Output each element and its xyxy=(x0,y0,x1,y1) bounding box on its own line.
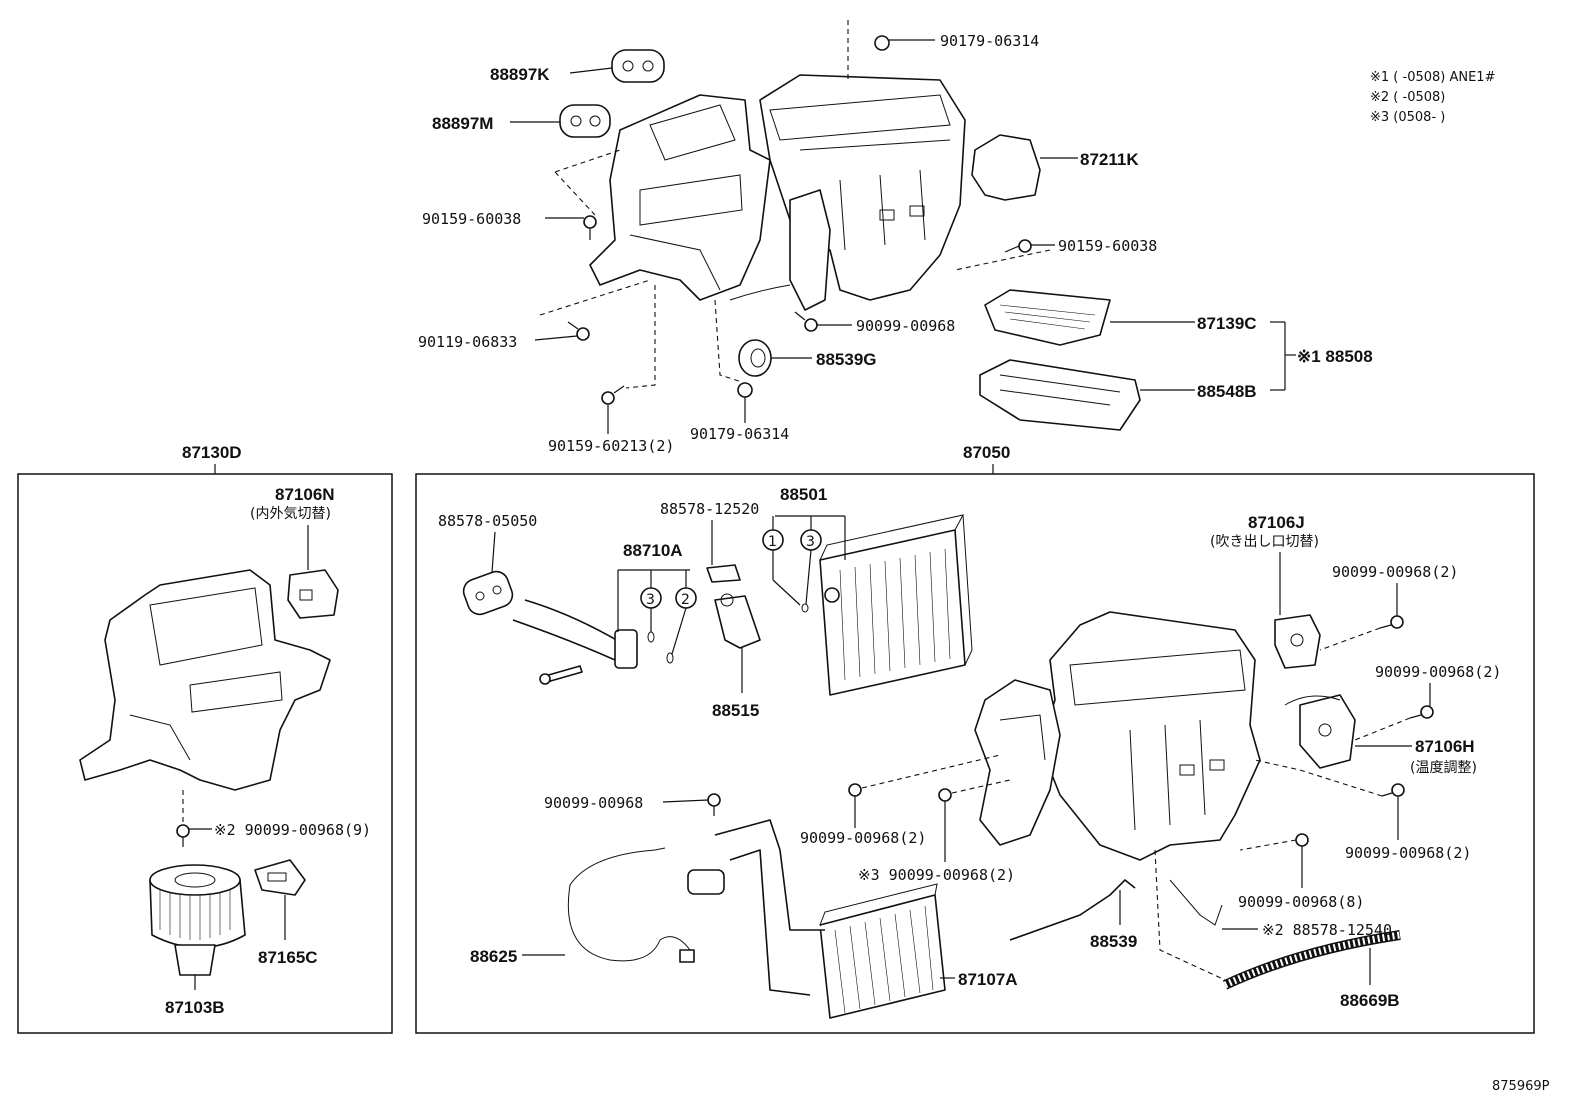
label-90099-00968-9: ※2 90099-00968(9) xyxy=(214,821,371,839)
box-87050 xyxy=(415,473,1535,1034)
label-87106J: 87106J xyxy=(1248,513,1305,532)
diagram-code: 875969P xyxy=(1492,1079,1550,1094)
label-90099-00968-8: 90099-00968(8) xyxy=(1238,893,1364,911)
label-88578-05050: 88578-05050 xyxy=(438,512,537,530)
right-assembly-drawing xyxy=(462,514,1434,1019)
evaporator-88501 xyxy=(819,514,973,696)
top-labels: 88897K 88897M 90179-06314 87211K 90159-6… xyxy=(418,32,1373,455)
circle-ref-3b: 3 xyxy=(646,592,655,608)
label-90099-00968-2a: 90099-00968(2) xyxy=(1332,563,1458,581)
grommet-88897M xyxy=(559,104,611,138)
label-90099-00968-2c: 90099-00968(2) xyxy=(1345,844,1471,862)
left-labels: 87106N (内外気切替) ※2 90099-00968(9) 87165C … xyxy=(165,485,371,1017)
right-labels: 88578-05050 88578-12520 88501 88710A 885… xyxy=(438,485,1501,1010)
heater-core-87107A xyxy=(687,819,946,1019)
label-90179-06314-top: 90179-06314 xyxy=(940,32,1039,50)
label-90179-06314-bot: 90179-06314 xyxy=(690,425,789,443)
circle-ref-1: 1 xyxy=(768,534,777,550)
label-88548B: 88548B xyxy=(1197,382,1257,401)
label-87106N-note: (内外気切替) xyxy=(250,506,331,522)
label-88710A: 88710A xyxy=(623,541,683,560)
left-assembly-drawing xyxy=(79,569,339,976)
label-90099-00968-2b: 90099-00968(2) xyxy=(1375,663,1501,681)
legend-line-2: ※2 ( -0508) xyxy=(1370,90,1445,105)
label-88625: 88625 xyxy=(470,947,517,966)
label-88578-12540: ※2 88578-12540 xyxy=(1262,921,1392,939)
label-88539G: 88539G xyxy=(816,350,877,369)
top-assembly-drawing xyxy=(539,20,1141,431)
label-90099-00968-left: 90099-00968 xyxy=(544,794,643,812)
screw-icon xyxy=(567,35,1032,405)
screw-icon xyxy=(707,615,1434,856)
resistor-87165C xyxy=(254,859,306,896)
circle-refs: 1 3 3 2 xyxy=(640,529,822,655)
actuator-87106N xyxy=(287,569,339,619)
grommet-88897K xyxy=(611,49,665,83)
label-87165C: 87165C xyxy=(258,948,318,967)
expansion-valve-88515 xyxy=(714,593,761,649)
legend: ※1 ( -0508) ANE1# ※2 ( -0508) ※3 (0508- … xyxy=(1370,70,1495,125)
wire-harness-88625 xyxy=(567,847,695,963)
label-90159-60213: 90159-60213(2) xyxy=(548,437,674,455)
label-87103B: 87103B xyxy=(165,998,225,1017)
label-87106N: 87106N xyxy=(275,485,335,504)
legend-line-3: ※3 (0508- ) xyxy=(1370,110,1445,125)
label-87106H: 87106H xyxy=(1415,737,1475,756)
label-90099-00968-2d: 90099-00968(2) xyxy=(800,829,926,847)
label-87106J-note: (吹き出し口切替) xyxy=(1210,534,1319,550)
actuator-87106H xyxy=(1284,694,1356,769)
label-87107A: 87107A xyxy=(958,970,1018,989)
pipes-88710A xyxy=(512,599,638,685)
circle-ref-3a: 3 xyxy=(806,534,815,550)
grommet-88578-05050 xyxy=(462,570,514,616)
legend-line-1: ※1 ( -0508) ANE1# xyxy=(1370,70,1495,85)
label-87106H-note: (温度調整) xyxy=(1410,760,1477,776)
box-87130D xyxy=(17,473,393,1034)
filter-frame-88548B xyxy=(979,359,1141,431)
label-87211K: 87211K xyxy=(1080,150,1139,169)
label-90159-60038-right: 90159-60038 xyxy=(1058,237,1157,255)
label-90159-60038-left: 90159-60038 xyxy=(422,210,521,228)
label-88508: ※1 88508 xyxy=(1297,347,1373,366)
label-90119-06833: 90119-06833 xyxy=(418,333,517,351)
filter-87139C xyxy=(984,289,1111,346)
label-87139C: 87139C xyxy=(1197,314,1257,333)
label-90099-00968-2e: ※3 90099-00968(2) xyxy=(858,866,1015,884)
label-87050: 87050 xyxy=(963,443,1010,462)
grommet-88539G xyxy=(738,339,772,377)
label-88669B: 88669B xyxy=(1340,991,1400,1010)
label-88897M: 88897M xyxy=(432,114,493,133)
blower-motor-87103B xyxy=(149,864,246,976)
actuator-87106J xyxy=(1274,614,1321,669)
label-88501: 88501 xyxy=(780,485,827,504)
label-88515: 88515 xyxy=(712,701,759,720)
drain-hose-88669B xyxy=(1222,930,1401,990)
label-88539: 88539 xyxy=(1090,932,1137,951)
label-88578-12520: 88578-12520 xyxy=(660,500,759,518)
circle-ref-2: 2 xyxy=(681,592,690,608)
label-88897K: 88897K xyxy=(490,65,550,84)
label-87130D: 87130D xyxy=(182,443,242,462)
label-90099-00968-top: 90099-00968 xyxy=(856,317,955,335)
